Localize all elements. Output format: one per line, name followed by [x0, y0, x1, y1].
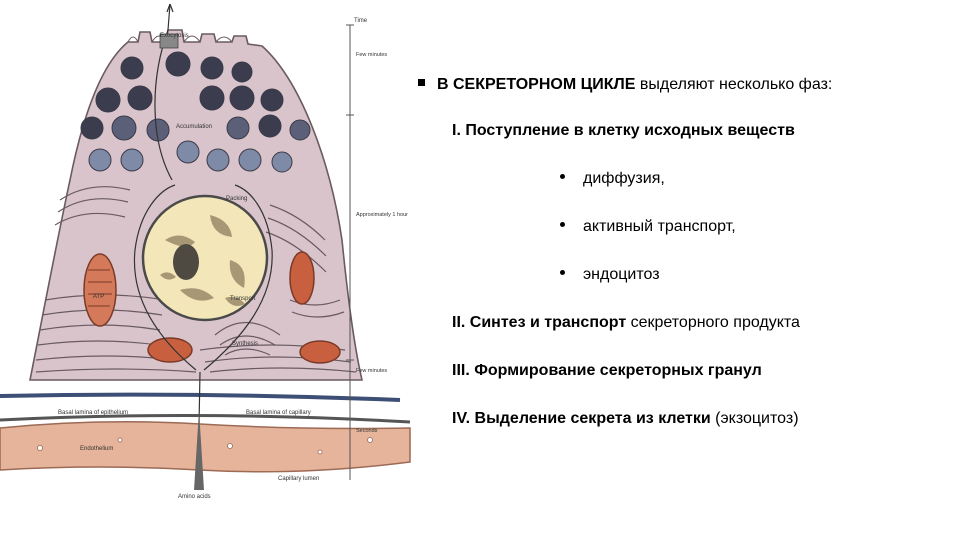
- phase-4: IV. Выделение секрета из клетки (экзоцит…: [452, 410, 799, 427]
- phase-3: III. Формирование секреторных гранул: [452, 362, 762, 379]
- basal-lamina-capillary: [0, 413, 411, 424]
- bullet-dot-icon: [560, 222, 565, 228]
- nucleus: [141, 194, 269, 322]
- bullet-dot-icon: [560, 174, 565, 180]
- label-atp: ATP: [93, 294, 104, 300]
- secretory-cell-diagram: Exocytosis Accumulation Packing Transpor…: [0, 3, 411, 500]
- label-few-minutes-2: Few minutes: [356, 368, 387, 374]
- square-bullet-icon: [418, 79, 425, 87]
- label-amino-acids: Amino acids: [178, 494, 211, 500]
- slide-heading: В СЕКРЕТОРНОМ ЦИКЛЕ выделяют несколько ф…: [418, 76, 832, 94]
- mitochondrion-left: [83, 253, 117, 327]
- heading-bold: В СЕКРЕТОРНОМ ЦИКЛЕ: [437, 76, 636, 93]
- phase-1: I. Поступление в клетку исходных веществ: [452, 122, 795, 139]
- label-packing: Packing: [226, 196, 247, 202]
- label-basal-lamina-capillary: Basal lamina of capillary: [246, 410, 311, 416]
- label-endothelium: Endothelium: [80, 446, 113, 452]
- phase-2: II. Синтез и транспорт секреторного прод…: [452, 314, 800, 331]
- label-approximately-1-hour: Approximately 1 hour: [356, 212, 408, 218]
- label-seconds: Seconds: [356, 428, 378, 434]
- label-basal-lamina-epithelium: Basal lamina of epithelium: [58, 410, 128, 416]
- bullet-item-active-transport: активный транспорт,: [560, 218, 736, 236]
- label-synthesis: Synthesis: [232, 341, 258, 347]
- mitochondrion-right: [289, 251, 315, 305]
- label-exocytosis: Exocytosis: [160, 33, 189, 39]
- bullet-item-endocytosis: эндоцитоз: [560, 266, 660, 284]
- label-transport: Transport: [230, 296, 256, 302]
- mitochondrion-bottom-right: [299, 340, 341, 364]
- label-few-minutes-1: Few minutes: [356, 52, 387, 58]
- mitochondrion-bottom-left: [147, 337, 193, 363]
- bullet-dot-icon: [560, 270, 565, 276]
- nucleolus: [173, 244, 199, 280]
- capillary-endothelium: [0, 421, 411, 473]
- heading-rest: выделяют несколько фаз:: [635, 76, 833, 93]
- label-capillary-lumen: Capillary lumen: [278, 476, 319, 482]
- bullet-item-diffusion: диффузия,: [560, 170, 665, 188]
- label-accumulation: Accumulation: [176, 124, 212, 130]
- secretory-granules: [80, 51, 311, 173]
- label-time: Time: [354, 18, 368, 24]
